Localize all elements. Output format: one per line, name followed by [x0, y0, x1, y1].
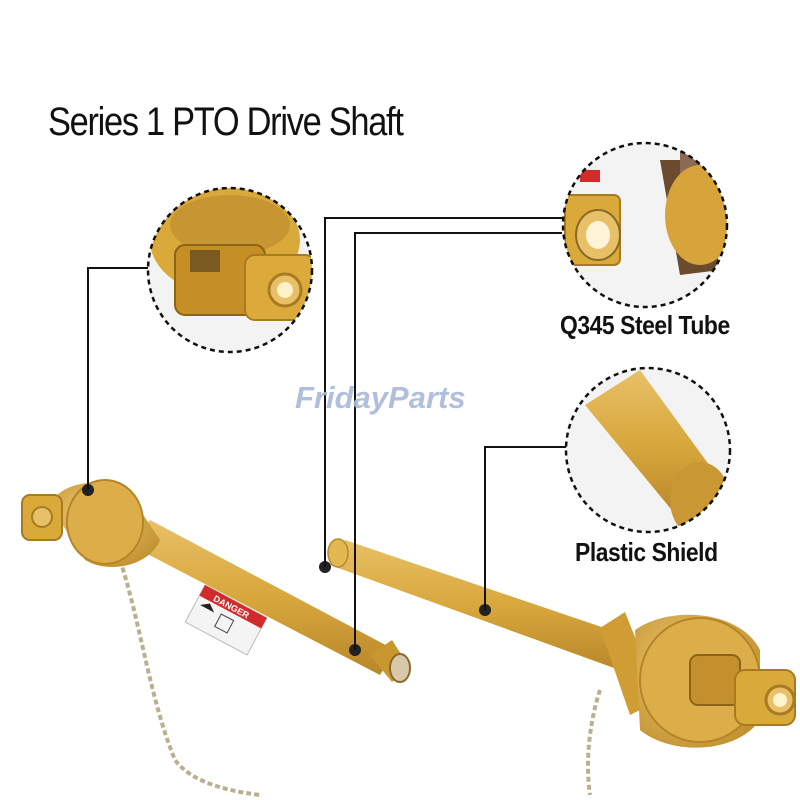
zoom-plastic-shield: [564, 366, 732, 534]
brand-watermark: FridayParts: [295, 380, 466, 415]
zoom-yoke-detail: [146, 186, 314, 354]
steel-tube-label: Q345 Steel Tube: [560, 310, 730, 340]
callout-line-steel-inner: [354, 232, 562, 650]
callout-line-steel-outer: [324, 217, 565, 567]
callout-line-shield: [484, 446, 568, 610]
page-title: Series 1 PTO Drive Shaft: [48, 100, 404, 144]
safety-chain-left: [118, 559, 261, 797]
callout-line-yoke: [87, 267, 148, 490]
plastic-shield-label: Plastic Shield: [575, 537, 718, 567]
danger-sticker: DANGER: [184, 584, 268, 656]
outer-tube-left: [130, 520, 395, 675]
zoom-steel-tube: [561, 141, 729, 309]
callout-lines: [87, 217, 568, 650]
left-shaft: DANGER: [21, 479, 411, 797]
safety-chain-right: [586, 689, 602, 796]
